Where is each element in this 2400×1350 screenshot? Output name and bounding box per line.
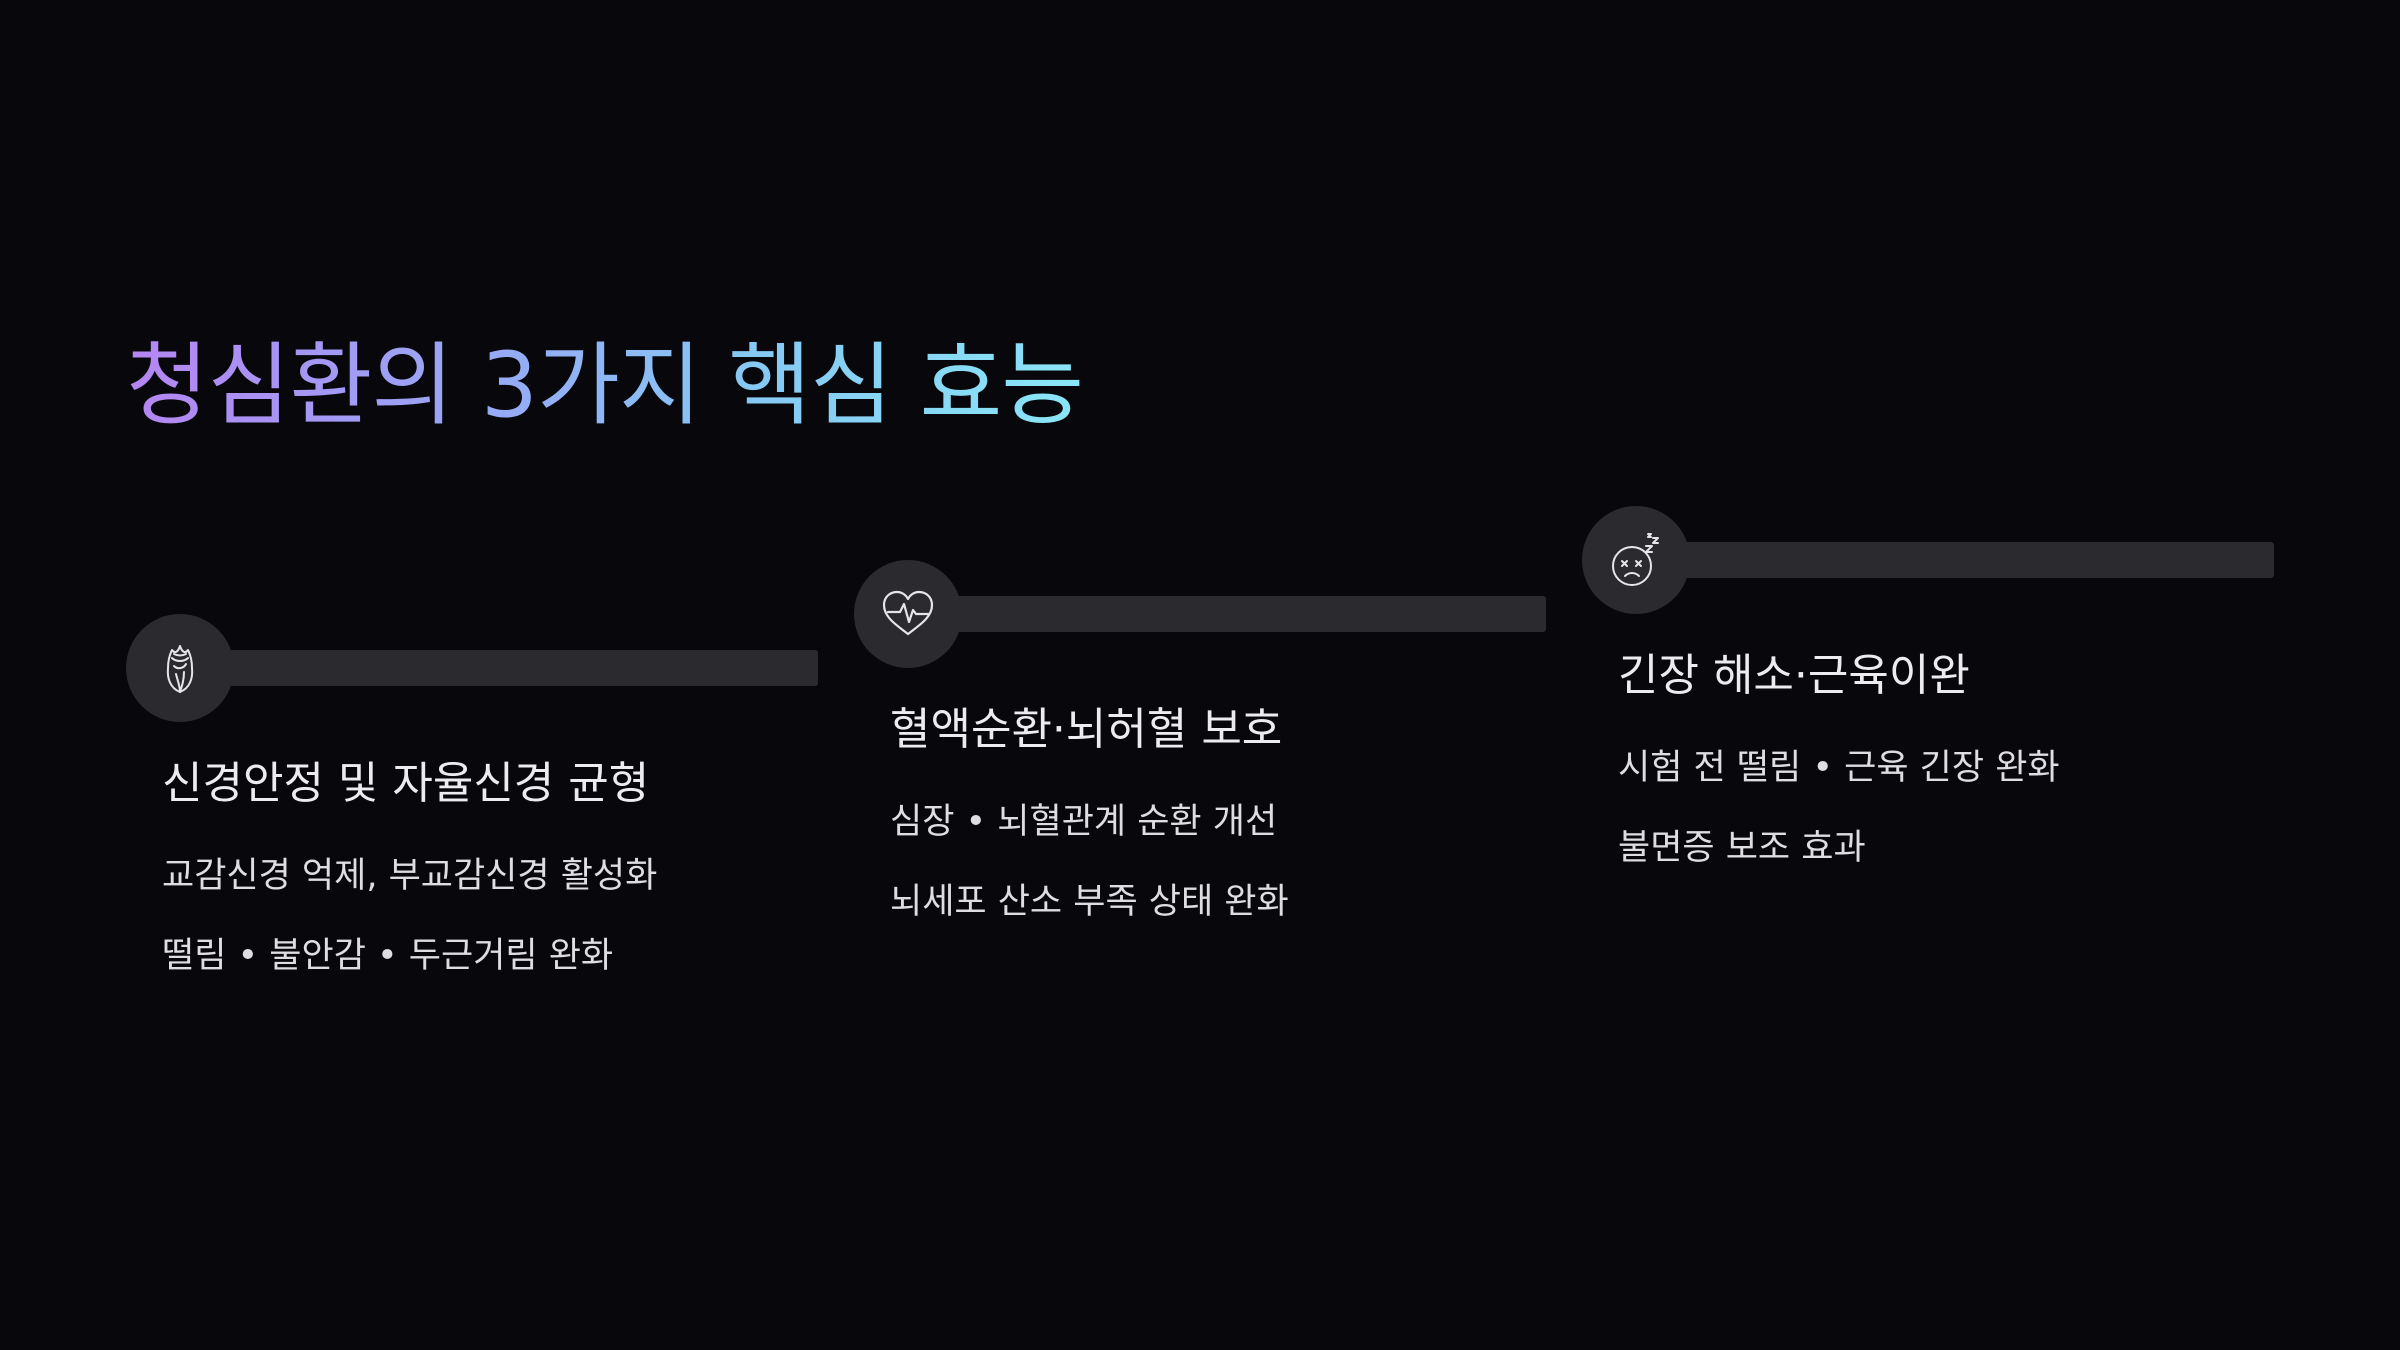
card-detail-list: 심장 • 뇌혈관계 순환 개선 뇌세포 산소 부족 상태 완화 xyxy=(890,782,1289,942)
sleepy-face-icon xyxy=(1612,533,1659,586)
heart-pulse-icon xyxy=(882,590,934,636)
card-header-bar xyxy=(908,596,1546,632)
card-detail-line: 불면증 보조 효과 xyxy=(1618,828,1866,868)
card-detail-list: 시험 전 떨림 • 근육 긴장 완화 불면증 보조 효과 xyxy=(1618,728,2060,888)
card-detail-list: 교감신경 억제, 부교감신경 활성화 떨림 • 불안감 • 두근거림 완화 xyxy=(162,836,657,996)
card-header-bar xyxy=(180,650,818,686)
card-detail-line: 뇌세포 산소 부족 상태 완화 xyxy=(890,882,1289,922)
card-detail-line: 시험 전 떨림 • 근육 긴장 완화 xyxy=(1618,748,2060,788)
card-heading: 신경안정 및 자율신경 균형 xyxy=(162,758,650,809)
flower-bud-icon xyxy=(166,645,194,693)
icon-badge xyxy=(1582,506,1690,614)
card-detail-line: 심장 • 뇌혈관계 순환 개선 xyxy=(890,802,1278,842)
card-detail-line: 떨림 • 불안감 • 두근거림 완화 xyxy=(162,936,614,976)
page-title: 청심환의 3가지 핵심 효능 xyxy=(126,333,1084,438)
icon-badge xyxy=(126,614,234,722)
icon-badge xyxy=(854,560,962,668)
card-heading: 혈액순환·뇌허혈 보호 xyxy=(890,704,1283,755)
card-header-bar xyxy=(1636,542,2274,578)
card-heading: 긴장 해소·근육이완 xyxy=(1618,650,1970,701)
card-detail-line: 교감신경 억제, 부교감신경 활성화 xyxy=(162,856,658,896)
